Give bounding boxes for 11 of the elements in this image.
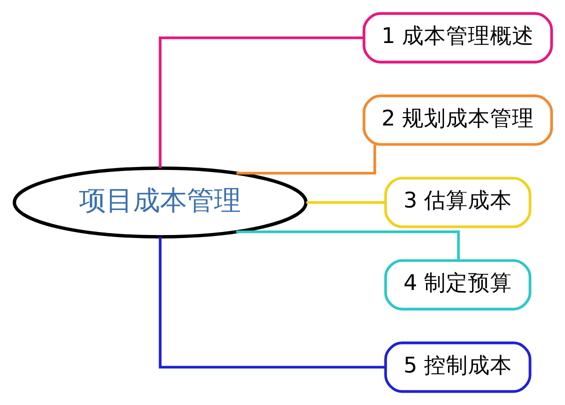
node-box: 5 控制成本 bbox=[384, 342, 531, 393]
node-ellipse: 项目成本管理 bbox=[12, 166, 308, 238]
node-box: 2 规划成本管理 bbox=[362, 94, 552, 146]
connector bbox=[236, 144, 376, 175]
node-box: 1 成本管理概述 bbox=[362, 12, 552, 64]
connector bbox=[236, 230, 460, 260]
node-box: 3 估算成本 bbox=[384, 176, 531, 228]
node-box: 4 制定预算 bbox=[384, 259, 531, 310]
connector bbox=[306, 201, 385, 204]
connector bbox=[158, 237, 385, 369]
connector bbox=[158, 36, 364, 168]
